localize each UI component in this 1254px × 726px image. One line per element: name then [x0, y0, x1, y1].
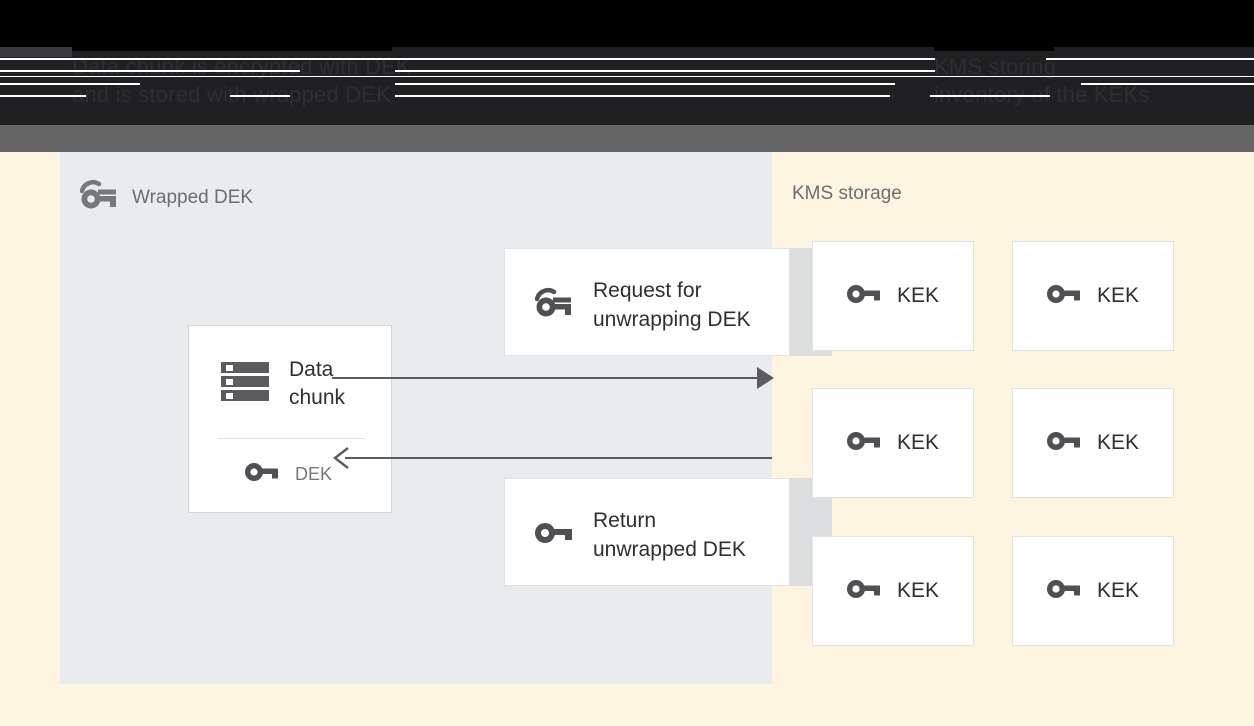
request-arrow-line — [332, 377, 764, 379]
return-card-inner: Return unwrapped DEK — [535, 506, 746, 564]
return-unwrapped-card[interactable]: Return unwrapped DEK — [504, 478, 790, 586]
data-chunk-card[interactable]: Data chunk DEK — [188, 325, 392, 513]
kek-box-inner: KEK — [1013, 389, 1173, 497]
glitch-scanline — [395, 95, 890, 97]
kek-box-inner: KEK — [813, 537, 973, 645]
diagram-canvas: Wrapped DEK Data chunk — [0, 152, 1254, 726]
grey-divider-band — [0, 125, 1254, 152]
return-arrow-line — [345, 457, 772, 459]
glitch-scanline — [1046, 58, 1254, 60]
wrapped-dek-header: Wrapped DEK — [79, 180, 254, 215]
request-arrow-head-icon — [757, 367, 774, 389]
key-icon — [846, 578, 881, 605]
kek-box-inner: KEK — [813, 242, 973, 350]
glitch-scanline — [395, 70, 935, 72]
glitch-scanline — [230, 95, 290, 97]
glitch-scanline — [0, 95, 86, 97]
kek-box-inner: KEK — [1013, 242, 1173, 350]
glitch-scanline — [0, 76, 1254, 77]
glitch-scanline — [930, 95, 1050, 97]
kek-box[interactable]: KEK — [812, 388, 974, 498]
key-icon — [535, 521, 573, 550]
key-icon — [846, 430, 881, 457]
wrapped-key-icon — [79, 180, 118, 215]
data-chunk-icon — [219, 355, 271, 412]
glitch-scanline — [395, 58, 935, 60]
kms-storage-title: KMS storage — [792, 183, 902, 204]
key-icon — [1046, 430, 1081, 457]
kek-box[interactable]: KEK — [812, 241, 974, 351]
key-icon — [1046, 578, 1081, 605]
kek-label: KEK — [896, 431, 940, 454]
return-card-label: Return unwrapped DEK — [593, 509, 746, 561]
glitch-scanline — [1081, 83, 1254, 85]
kek-label: KEK — [896, 284, 940, 307]
glitch-scanline — [395, 83, 895, 85]
kek-box[interactable]: KEK — [812, 536, 974, 646]
kek-box[interactable]: KEK — [1012, 388, 1174, 498]
key-icon — [245, 461, 279, 488]
card-divider — [217, 438, 365, 439]
kek-box-inner: KEK — [813, 389, 973, 497]
wrapped-dek-title: Wrapped DEK — [132, 186, 254, 208]
request-unwrap-card[interactable]: Request for unwrapping DEK — [504, 248, 790, 356]
key-icon — [846, 283, 881, 310]
glitch-scanline — [72, 47, 392, 51]
request-card-inner: Request for unwrapping DEK — [534, 276, 751, 334]
glitch-scanline — [0, 70, 300, 72]
kek-label: KEK — [1096, 431, 1140, 454]
glitch-scanline — [0, 58, 395, 60]
top-caption-strip: Data chunk is encrypted with DEK and is … — [0, 0, 1254, 125]
kek-box[interactable]: KEK — [1012, 536, 1174, 646]
glitch-scanline — [934, 47, 1054, 51]
caption-right-text: KMS storing inventory of the KEKs — [934, 54, 1150, 107]
kek-label: KEK — [896, 579, 940, 602]
key-icon — [1046, 283, 1081, 310]
kek-label: KEK — [1096, 579, 1140, 602]
request-card-label: Request for unwrapping DEK — [593, 279, 751, 331]
kek-box-inner: KEK — [1013, 537, 1173, 645]
glitch-scanline — [0, 47, 72, 57]
glitch-scanline — [0, 83, 140, 85]
caption-block: Data chunk is encrypted with DEK and is … — [0, 47, 1254, 125]
return-arrow-head-icon — [332, 446, 352, 470]
data-chunk-row: Data chunk — [219, 355, 345, 412]
wrapped-dek-panel: Wrapped DEK Data chunk — [60, 152, 832, 684]
dek-label: DEK — [295, 464, 333, 484]
dek-row: DEK — [245, 461, 332, 488]
kek-box[interactable]: KEK — [1012, 241, 1174, 351]
wrapped-key-icon — [534, 287, 573, 324]
kek-label: KEK — [1096, 284, 1140, 307]
caption-left-text: Data chunk is encrypted with DEK and is … — [72, 54, 411, 107]
data-chunk-label: Data chunk — [289, 357, 346, 409]
